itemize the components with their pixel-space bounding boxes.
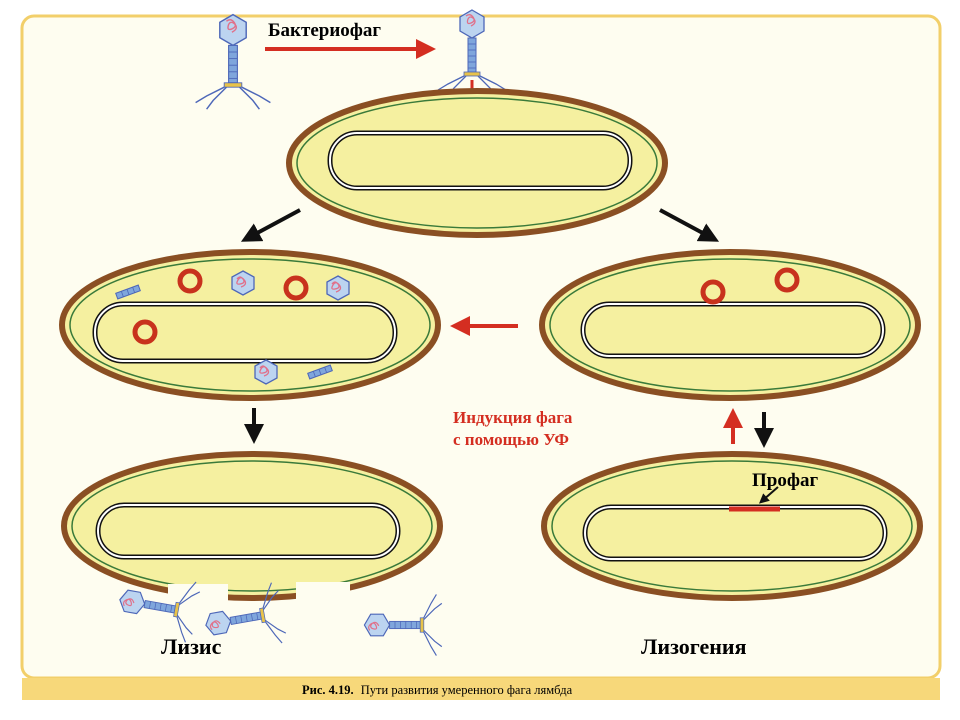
plasmid-ring-icon xyxy=(283,275,309,301)
caption-bar xyxy=(22,678,940,700)
arrow-to-lysogenic xyxy=(659,208,720,242)
plasmid-ring-icon xyxy=(700,279,726,305)
top-cell xyxy=(286,88,668,238)
prophage-pointer xyxy=(758,486,779,504)
bacteriophage-label: Бактериофаг xyxy=(268,20,381,41)
figure-caption-text: Пути развития умеренного фага лямбда xyxy=(361,683,573,697)
figure-number: Рис. 4.19. xyxy=(302,683,354,697)
lysis-cell xyxy=(61,451,443,606)
lytic-cell xyxy=(59,249,441,401)
plasmid-ring-icon xyxy=(132,319,158,345)
prophage-label: Профаг xyxy=(752,470,818,491)
phage-capsid-icon xyxy=(254,359,278,385)
phage-capsid-icon xyxy=(231,270,255,296)
induction-label-line1: Индукция фага xyxy=(453,408,573,427)
induction-label-line2: с помощью УФ xyxy=(453,430,569,449)
lysogenic-cell xyxy=(539,249,921,401)
phage-capsid-icon xyxy=(326,275,350,301)
plasmid-ring-icon xyxy=(177,268,203,294)
arrow-to-lytic xyxy=(240,208,301,242)
prophage-cell xyxy=(541,451,923,601)
lysis-label: Лизис xyxy=(161,634,222,659)
figure-caption: Рис. 4.19. Пути развития умеренного фага… xyxy=(302,683,573,697)
lysogeny-label: Лизогения xyxy=(641,634,747,659)
plasmid-ring-icon xyxy=(774,267,800,293)
